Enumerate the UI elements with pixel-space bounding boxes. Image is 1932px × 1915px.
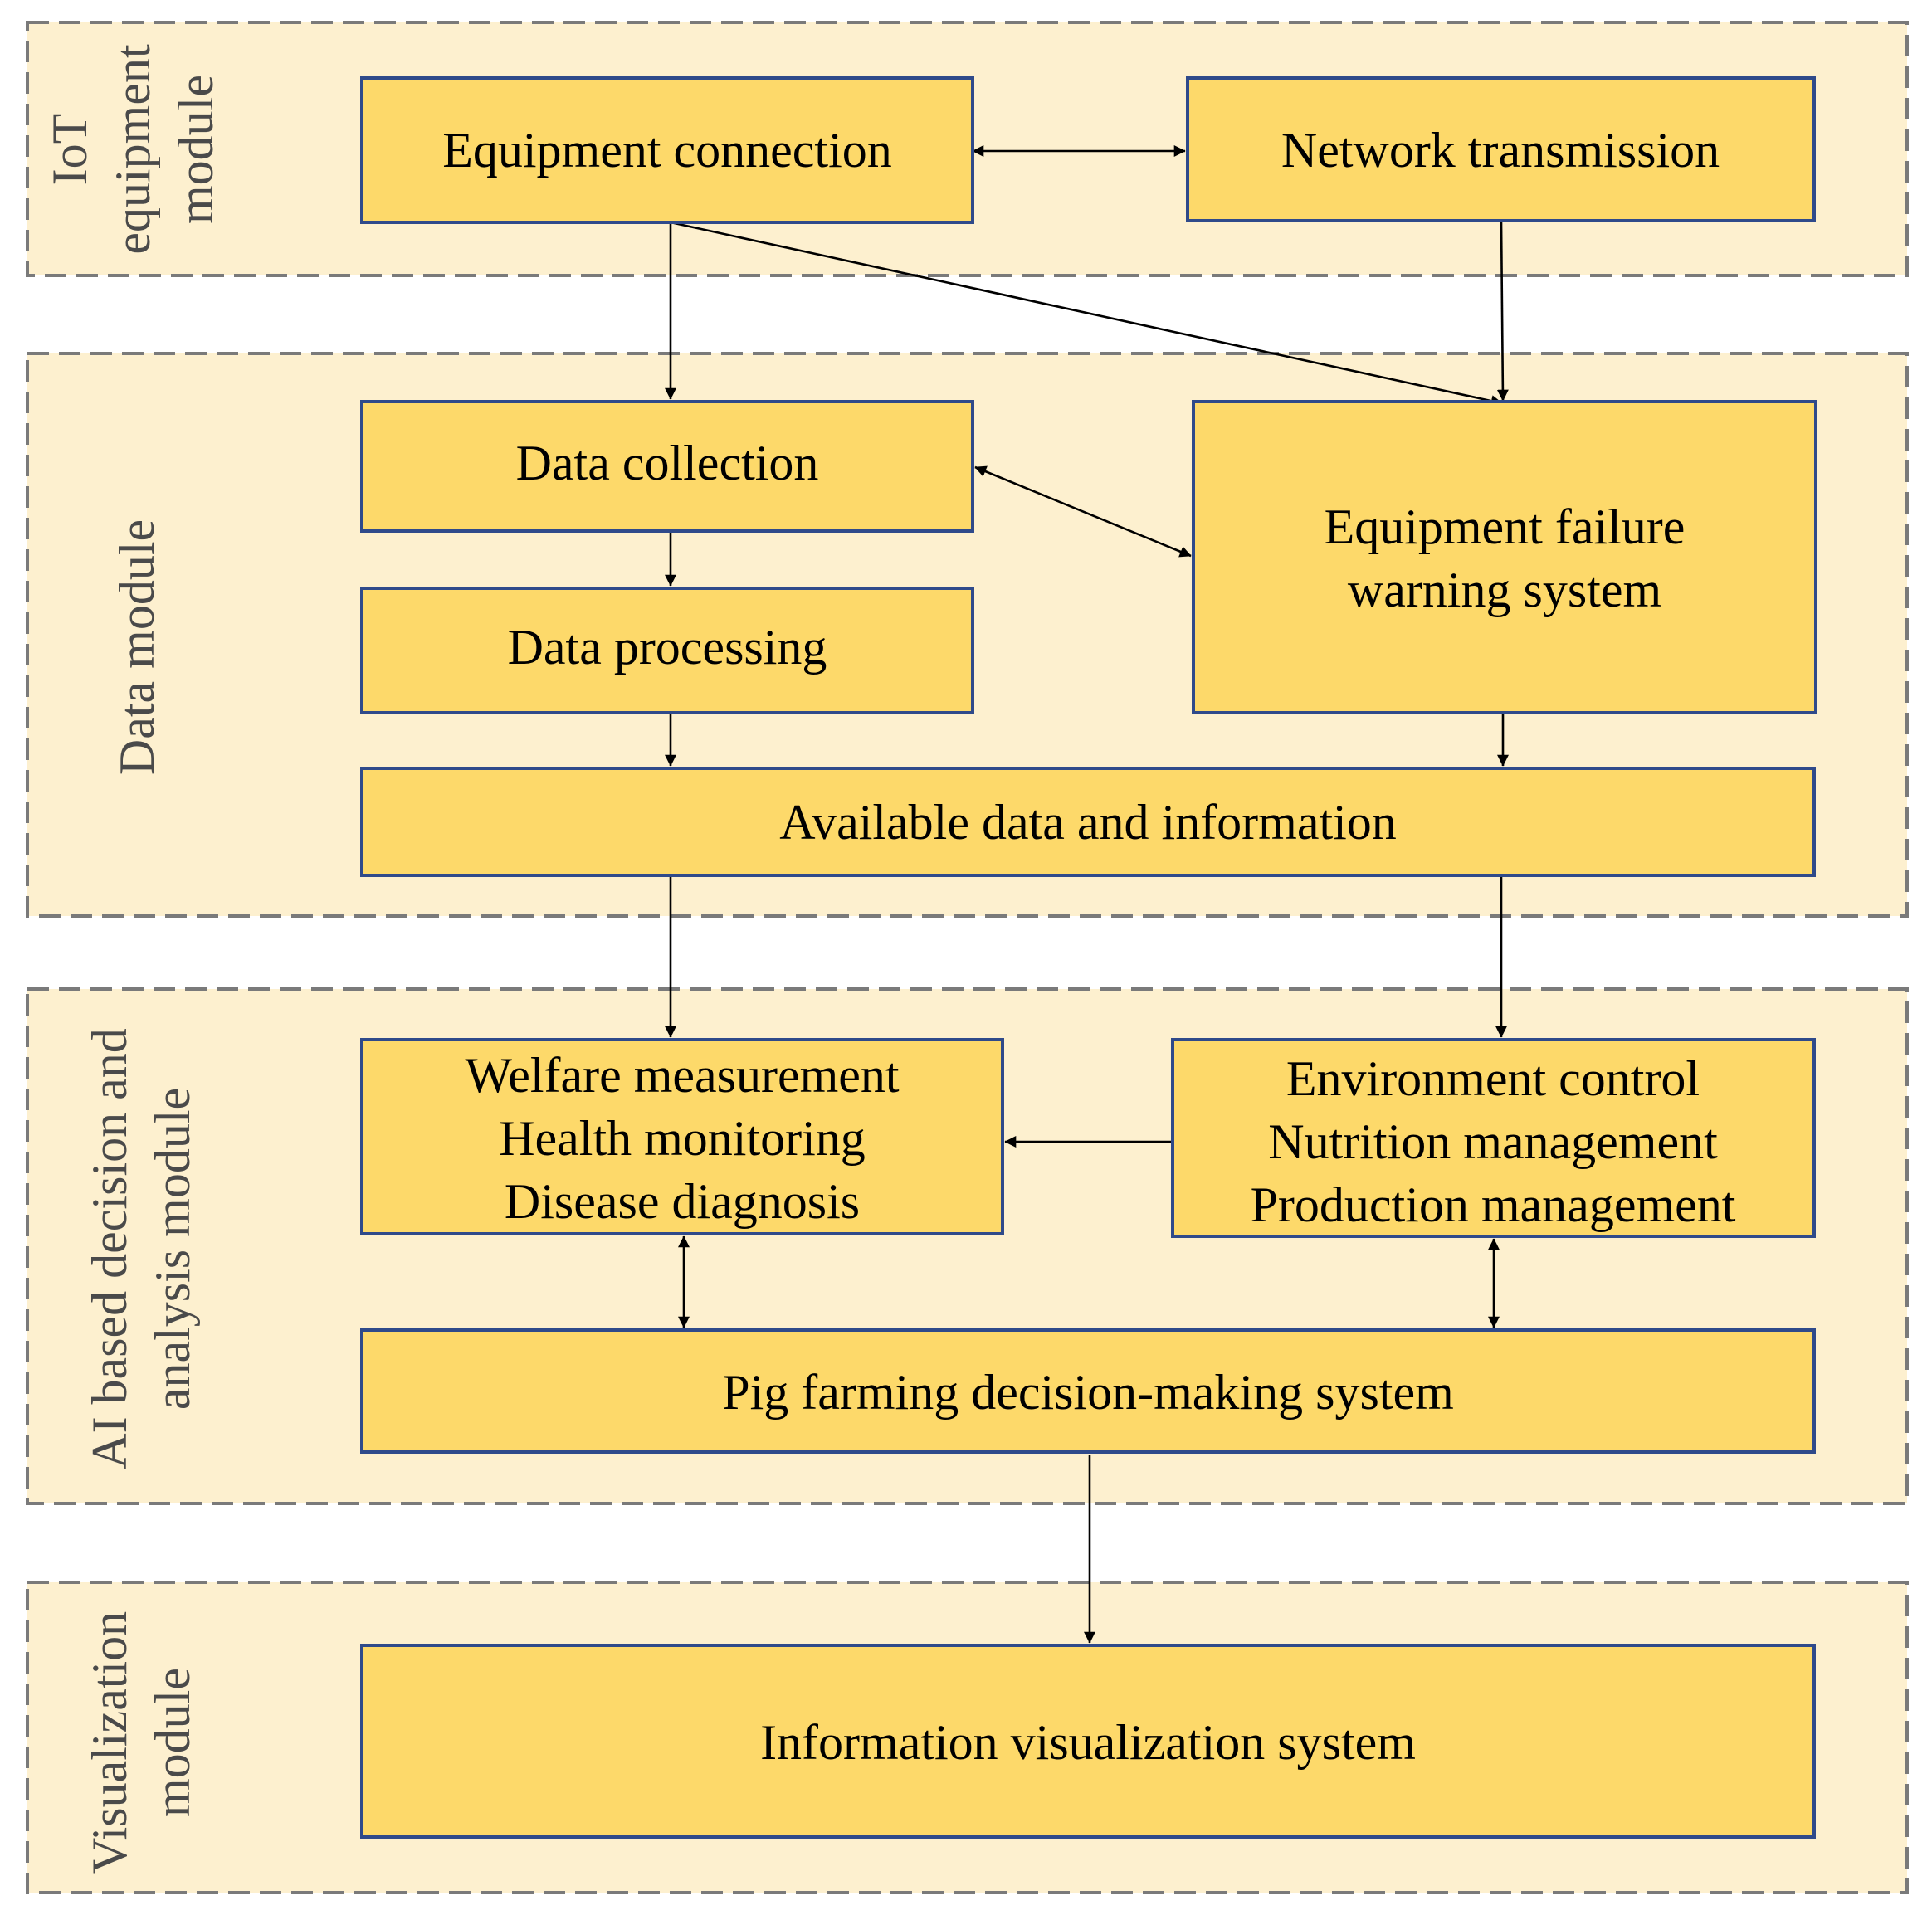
box-decision-system: Pig farming decision-making system	[360, 1328, 1816, 1454]
data-collection-label-line-1: Data collection	[516, 436, 819, 490]
visualization-system-label-line-1: Information visualization system	[760, 1715, 1416, 1770]
box-welfare-health-disease-rect	[360, 1038, 1004, 1235]
module-ai-label-line-2: analysis module	[145, 1088, 200, 1410]
box-data-processing: Data processing	[360, 587, 974, 714]
module-iot-label-line-1: IoT	[42, 114, 97, 186]
module-iot-label-line-3: module	[168, 75, 223, 224]
box-network-transmission: Network transmission	[1186, 76, 1816, 222]
box-equipment-failure-warning: Equipment failure warning system	[1192, 400, 1817, 714]
arrow-network-to-failure-warning	[1496, 220, 1509, 402]
environment-nutrition-production-label-line-1: Environment control	[1286, 1051, 1700, 1106]
welfare-health-disease-label-line-1: Welfare measurement	[465, 1048, 900, 1103]
module-visualization-label-line-2: module	[145, 1668, 200, 1817]
box-visualization-system: Information visualization system	[360, 1644, 1816, 1839]
welfare-health-disease-label-line-3: Disease diagnosis	[505, 1174, 860, 1229]
box-available-data: Available data and information	[360, 767, 1816, 877]
arrow-collection-failure-warning	[974, 465, 1192, 558]
data-processing-label-line-1: Data processing	[508, 620, 827, 675]
equipment-connection-label: Equipment connection	[442, 123, 892, 178]
available-data-label: Available data and information	[779, 795, 1397, 850]
decision-system-label-line-1: Pig farming decision-making system	[722, 1365, 1454, 1420]
visualization-system-label: Information visualization system	[760, 1715, 1416, 1770]
module-iot-label-line-2: equipment	[105, 44, 160, 255]
decision-system-label: Pig farming decision-making system	[722, 1365, 1454, 1420]
box-environment-nutrition-production-rect	[1171, 1038, 1816, 1238]
data-collection-label: Data collection	[516, 436, 819, 490]
box-equipment-connection: Equipment connection	[360, 76, 974, 224]
data-processing-label: Data processing	[508, 620, 827, 675]
box-data-collection-rect	[360, 400, 974, 533]
box-decision-system-rect	[360, 1328, 1816, 1454]
equipment-failure-warning-label-line-2: warning system	[1348, 563, 1661, 617]
module-visualization-label-line-1: Visualization	[82, 1611, 137, 1874]
network-transmission-label-line-1: Network transmission	[1281, 123, 1720, 178]
connector-arrows	[665, 145, 1509, 1644]
box-data-processing-rect	[360, 587, 974, 714]
equipment-failure-warning-label: Equipment failure warning system	[1325, 499, 1686, 617]
module-data-label-line-1: Data module	[110, 519, 164, 775]
box-visualization-system-rect	[360, 1644, 1816, 1839]
box-equipment-connection-rect	[360, 76, 974, 224]
arrow-connection-to-failure-warning	[670, 221, 1503, 407]
box-network-transmission-rect	[1186, 76, 1816, 222]
available-data-label-line-1: Available data and information	[779, 795, 1397, 850]
box-data-collection: Data collection	[360, 400, 974, 533]
equipment-connection-label-line-1: Equipment connection	[442, 123, 892, 178]
box-available-data-rect	[360, 767, 1816, 877]
equipment-failure-warning-label-line-1: Equipment failure	[1325, 499, 1686, 554]
welfare-health-disease-label-line-2: Health monitoring	[499, 1111, 866, 1166]
module-ai-label-line-1: AI based decision and	[82, 1028, 137, 1469]
module-data-label: Data module	[110, 519, 164, 775]
network-transmission-label: Network transmission	[1281, 123, 1720, 178]
environment-nutrition-production-label-line-2: Nutrition management	[1268, 1114, 1718, 1169]
box-equipment-failure-warning-rect	[1192, 400, 1817, 714]
environment-nutrition-production-label-line-3: Production management	[1251, 1177, 1736, 1232]
